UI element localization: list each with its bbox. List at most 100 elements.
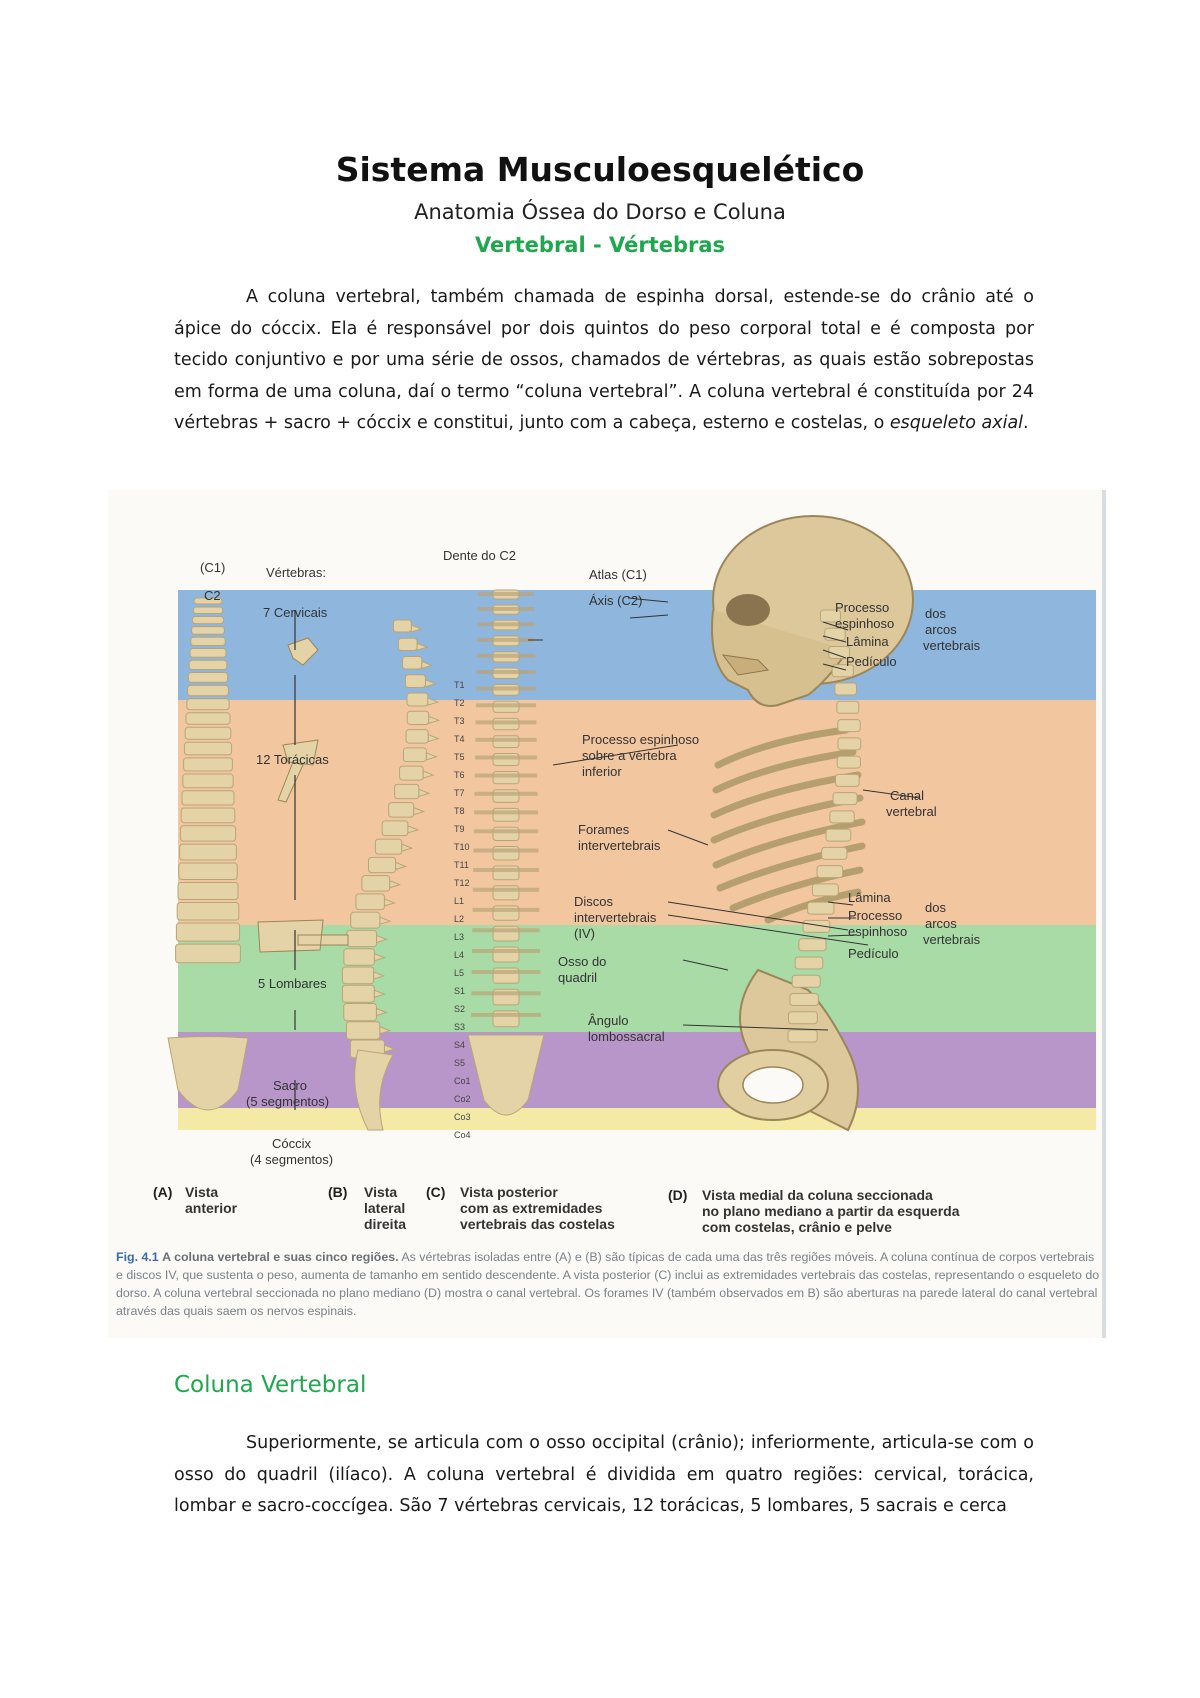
view-b-text: Vista <box>364 1184 398 1200</box>
view-a-letter: (A) <box>153 1184 173 1200</box>
transverse-process <box>476 686 536 691</box>
vertebra-body <box>798 938 827 952</box>
view-b-text-3: direita <box>364 1216 407 1232</box>
section-paragraph: Superiormente, se articula com o osso oc… <box>174 1428 1034 1523</box>
spinous-process <box>389 879 402 889</box>
intro-text: A coluna vertebral, também chamada de es… <box>174 287 1034 433</box>
vertebra-body <box>405 729 429 744</box>
spinous-process <box>373 971 386 980</box>
vertebra-body <box>187 672 229 683</box>
transverse-process <box>475 703 537 708</box>
vertebra-label: T9 <box>454 824 465 834</box>
vertebra-body <box>186 698 230 711</box>
vertebra-body <box>394 783 420 800</box>
vertebra-body <box>807 901 835 915</box>
document-title: Sistema Musculoesquelético <box>335 150 865 189</box>
spinous-process <box>410 624 423 633</box>
vertebra-body <box>794 956 824 970</box>
transverse-process <box>477 637 535 642</box>
vertebra-body <box>192 606 224 615</box>
sacral-band <box>178 1032 1096 1108</box>
vertebra-body <box>182 773 234 789</box>
vertebra-body <box>492 807 520 822</box>
vertebra-body <box>836 700 860 714</box>
spinous-process <box>376 934 389 944</box>
vertebra-body <box>837 719 861 733</box>
vertebra-label: S5 <box>454 1058 466 1068</box>
vertebra-body <box>816 865 844 879</box>
label-discos: Discos <box>574 894 614 909</box>
label-forames-2: intervertebrais <box>578 838 661 853</box>
label-processo-espinhoso-3: inferior <box>582 764 622 779</box>
vertebra-body <box>836 755 861 769</box>
label-pediculo-top: Pedículo <box>846 654 897 669</box>
vertebra-body <box>191 626 225 635</box>
transverse-process <box>471 970 541 974</box>
vertebra-body <box>835 773 860 787</box>
vertebra-body <box>824 627 846 641</box>
label-toracicas: 12 Torácicas <box>256 752 329 767</box>
vertebra-body <box>185 712 231 725</box>
anterior-spine-column <box>167 597 249 1111</box>
vertebra-body <box>381 820 409 837</box>
vertebra-body <box>811 883 839 897</box>
transverse-process <box>473 848 539 853</box>
vertebra-body <box>191 616 225 625</box>
transverse-process <box>476 653 536 658</box>
vertebra-body <box>404 674 427 689</box>
spinous-process <box>413 806 426 816</box>
vertebra-body <box>341 966 375 985</box>
label-c1: (C1) <box>200 560 226 575</box>
transverse-process <box>473 868 539 872</box>
vertebra-body <box>176 902 240 921</box>
spinous-process <box>395 861 408 871</box>
vertebra-label: T6 <box>454 770 465 780</box>
label-osso-quadril: Osso do <box>558 954 607 969</box>
spinous-process <box>373 952 386 962</box>
label-dos-arcos-bot-3: vertebrais <box>923 932 981 947</box>
view-b-letter: (B) <box>328 1184 348 1200</box>
spinous-process <box>422 770 435 779</box>
label-dos-arcos-bot: dos <box>925 900 946 915</box>
vertebra-body <box>791 974 821 988</box>
vertebra-body <box>406 710 430 726</box>
vertebra-body <box>388 802 415 818</box>
vertebra-body <box>179 843 237 861</box>
vertebra-body <box>832 792 858 806</box>
view-a-text: Vista <box>185 1184 219 1200</box>
vertebra-body <box>399 765 424 781</box>
transverse-process <box>474 773 538 778</box>
transverse-process <box>472 887 540 892</box>
caption-text: As vértebras isoladas entre (A) e (B) sã… <box>116 1250 1100 1318</box>
vertebra-body <box>402 747 427 763</box>
vertebra-body <box>188 659 228 671</box>
view-d-text-2: no plano mediano a partir da esquerda <box>702 1203 960 1219</box>
vertebra-body <box>355 893 385 911</box>
isolated-thoracic-vertebra <box>277 739 319 803</box>
vertebra-body <box>788 1011 818 1025</box>
vertebra-body <box>374 838 403 855</box>
caption-title: A coluna vertebral e suas cinco regiões. <box>162 1250 399 1264</box>
skull-illustration <box>711 515 914 707</box>
vertebra-label: T3 <box>454 716 465 726</box>
spinous-process <box>373 989 386 998</box>
vertebra-body <box>825 828 852 842</box>
view-c-text: Vista posterior <box>460 1184 558 1200</box>
caption-label: Fig. 4.1 <box>116 1250 159 1264</box>
figure-caption: Fig. 4.1 A coluna vertebral e suas cinco… <box>116 1248 1101 1320</box>
vertebra-label: L2 <box>454 914 465 924</box>
transverse-process <box>477 622 535 627</box>
vertebra-body <box>350 911 381 929</box>
view-d-text: Vista medial da coluna seccionada <box>702 1187 933 1203</box>
label-atlas: Atlas (C1) <box>589 567 647 582</box>
label-processo-espinhoso-2: sobre a vértebra <box>582 748 677 763</box>
vertebra-body <box>406 692 429 707</box>
spinous-process <box>379 916 392 925</box>
vertebra-body <box>187 684 229 697</box>
vertebra-body <box>368 856 397 874</box>
sacrum-lateral <box>354 1049 394 1131</box>
document-subtitle-highlight: Vertebral - Vértebras <box>474 233 726 257</box>
label-lombares: 5 Lombares <box>258 976 327 991</box>
transverse-process <box>471 1012 541 1017</box>
vertebra-body <box>343 948 375 966</box>
